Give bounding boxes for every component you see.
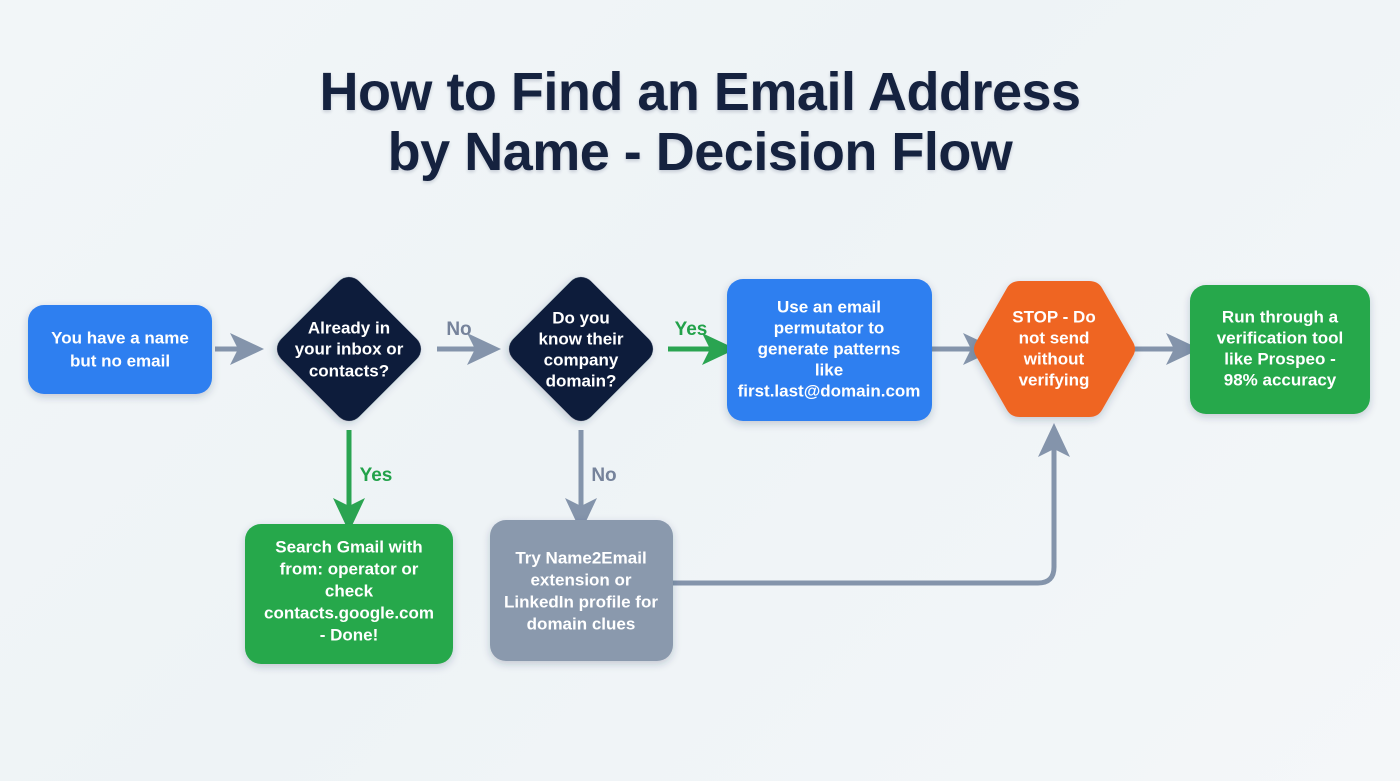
node-start[interactable]: You have a name but no email: [28, 305, 212, 394]
node-q-domain-line-0: Do you: [552, 308, 610, 327]
node-gmail-line-1: from: operator or: [280, 559, 419, 578]
node-name2email-line-0: Try Name2Email: [515, 548, 646, 567]
edge-label-yes-2: Yes: [675, 319, 708, 340]
node-verify[interactable]: Run through a verification tool like Pro…: [1190, 285, 1370, 414]
connectors: [215, 333, 1200, 586]
node-name2email-line-1: extension or: [530, 570, 631, 589]
edge-label-no-2: No: [591, 465, 616, 486]
node-gmail-search[interactable]: Search Gmail with from: operator or chec…: [245, 524, 453, 664]
node-gmail-line-0: Search Gmail with: [275, 537, 422, 556]
node-q-inbox-line-0: Already in: [308, 318, 390, 337]
node-start-line-0: You have a name: [51, 328, 189, 347]
node-q-domain-line-1: know their: [538, 329, 623, 348]
title-line-2: by Name - Decision Flow: [387, 122, 1013, 183]
node-start-line-1: but no email: [70, 351, 170, 370]
node-q-inbox-line-2: contacts?: [309, 361, 389, 380]
node-verify-line-2: like Prospeo -: [1224, 349, 1335, 368]
edge-label-no-1: No: [446, 319, 471, 340]
node-question-inbox[interactable]: Already in your inbox or contacts?: [271, 271, 427, 427]
node-stop-line-0: STOP - Do: [1012, 307, 1095, 326]
node-q-domain-line-2: company: [544, 350, 619, 369]
page-title: How to Find an Email Address by Name - D…: [0, 62, 1400, 183]
node-stop[interactable]: STOP - Do not send without verifying: [974, 281, 1135, 417]
node-name2email-line-3: domain clues: [527, 614, 636, 633]
node-name2email-line-2: LinkedIn profile for: [504, 592, 658, 611]
node-name2email[interactable]: Try Name2Email extension or LinkedIn pro…: [490, 520, 673, 661]
node-q-domain-line-3: domain?: [546, 371, 617, 390]
node-permutator[interactable]: Use an email permutator to generate patt…: [727, 279, 932, 421]
title-line-1: How to Find an Email Address: [319, 62, 1081, 122]
node-gmail-line-2: check: [325, 581, 374, 600]
edge-name2email-to-stop: [673, 423, 1071, 586]
node-gmail-line-3: contacts.google.com: [264, 603, 434, 622]
node-permutator-line-1: permutator to: [774, 318, 885, 337]
node-permutator-line-3: like: [815, 360, 843, 379]
node-verify-line-3: 98% accuracy: [1224, 370, 1337, 389]
node-q-inbox-line-1: your inbox or: [295, 339, 404, 358]
node-permutator-line-2: generate patterns: [758, 339, 901, 358]
edge-labels: No Yes Yes No: [360, 319, 708, 486]
node-verify-line-1: verification tool: [1217, 328, 1344, 347]
node-stop-line-1: not send: [1019, 328, 1090, 347]
node-permutator-line-0: Use an email: [777, 297, 881, 316]
node-question-domain[interactable]: Do you know their company domain?: [503, 271, 659, 427]
node-gmail-line-4: - Done!: [320, 625, 379, 644]
node-stop-line-3: verifying: [1019, 370, 1090, 389]
edge-label-yes-1: Yes: [360, 465, 393, 486]
node-verify-line-0: Run through a: [1222, 307, 1339, 326]
node-permutator-line-4: first.last@domain.com: [738, 381, 921, 400]
node-stop-line-2: without: [1023, 349, 1085, 368]
